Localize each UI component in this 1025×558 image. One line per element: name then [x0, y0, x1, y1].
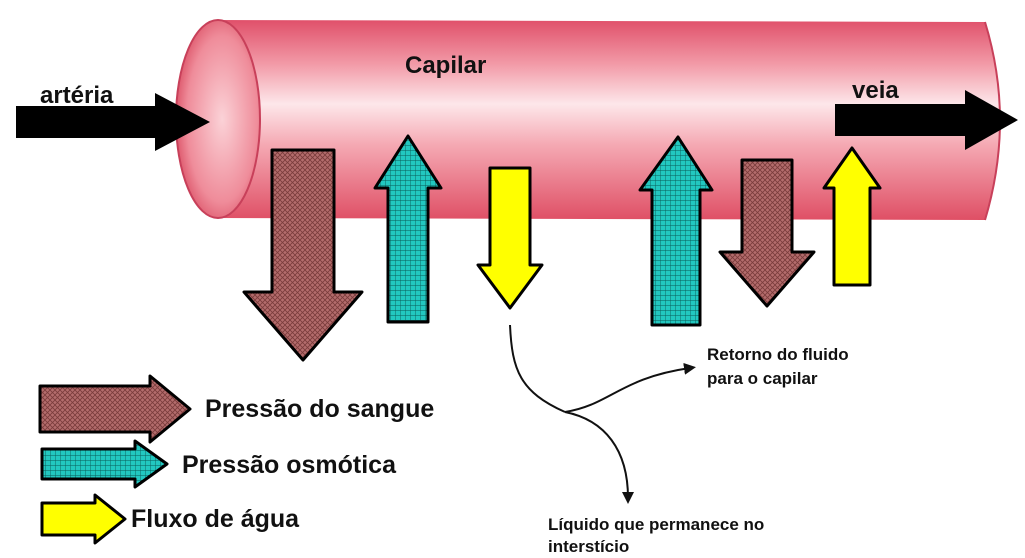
legend-blood-pressure-label: Pressão do sangue — [205, 395, 435, 423]
osmotic-pressure-arrow-left — [373, 134, 443, 324]
blood-pressure-arrow-small — [718, 158, 816, 308]
legend-osmotic-pressure-arrow — [40, 439, 169, 489]
legend-blood-pressure-arrow — [38, 374, 192, 444]
water-flow-arrow-up — [822, 146, 882, 287]
capillary-label: Capilar — [405, 52, 487, 79]
remaining-fluid-line — [564, 411, 634, 504]
osmotic-pressure-arrow-right — [638, 135, 714, 327]
artery-label: artéria — [40, 82, 114, 109]
return-fluid-label-line1: Retorno do fluido — [707, 345, 849, 364]
remaining-fluid-label-line1: Líquido que permanece no — [548, 515, 765, 534]
return-fluid-label-line2: para o capilar — [707, 369, 818, 388]
fluid-path-line — [509, 324, 566, 413]
remaining-fluid-label-line2: interstício — [548, 537, 630, 556]
legend-osmotic-pressure-label: Pressão osmótica — [182, 451, 396, 479]
return-fluid-line — [564, 362, 696, 413]
artery-inflow-arrow — [16, 93, 210, 151]
legend-water-flow-label: Fluxo de água — [131, 505, 300, 533]
water-flow-arrow-down — [476, 166, 544, 310]
blood-pressure-arrow-large — [242, 148, 364, 362]
vein-outflow-arrow — [835, 90, 1018, 150]
legend-water-flow-arrow — [40, 493, 127, 545]
vein-label: veia — [852, 77, 899, 104]
